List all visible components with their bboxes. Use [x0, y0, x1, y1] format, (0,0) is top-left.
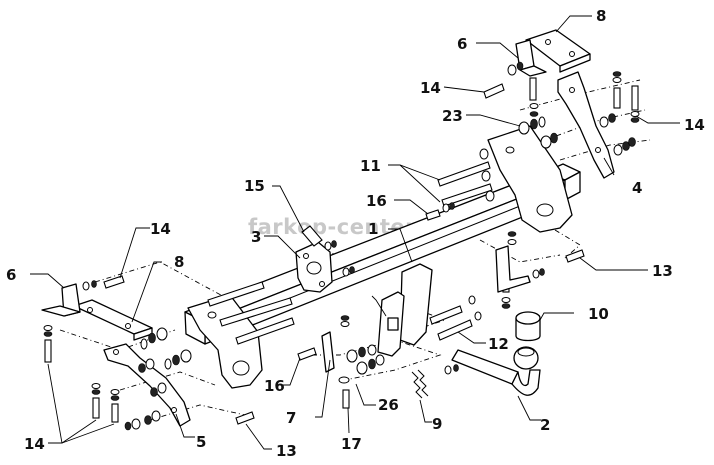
spring	[411, 369, 429, 399]
left-flat-plate	[73, 299, 153, 341]
label-14-bottom-left: 14	[24, 435, 45, 453]
long-bolts	[207, 161, 493, 345]
label-13-bottom: 13	[276, 442, 297, 460]
right-vertical-bracket	[557, 71, 615, 179]
left-angle-bracket	[41, 283, 81, 317]
right-top-plate	[525, 29, 591, 73]
label-17: 17	[341, 435, 362, 453]
ball-mount-plate	[295, 241, 333, 293]
label-13-right: 13	[652, 262, 673, 280]
label-8-right: 8	[596, 7, 606, 25]
label-6-left: 6	[6, 266, 16, 284]
label-10: 10	[588, 305, 609, 323]
label-6-right: 6	[457, 35, 467, 53]
label-16-top: 16	[366, 192, 387, 210]
label-4: 4	[632, 179, 642, 197]
label-16-bottom: 16	[264, 377, 285, 395]
leader-lines	[30, 15, 680, 450]
label-7: 7	[286, 409, 296, 427]
label-12: 12	[488, 335, 509, 353]
label-9: 9	[432, 415, 442, 433]
label-1: 1	[368, 220, 378, 238]
label-14-right-top: 14	[420, 79, 441, 97]
label-23: 23	[442, 107, 463, 125]
short-bolts	[103, 83, 585, 425]
callout-labels: 1 2 3 4 5 6 6 7 8 8 9 10 11 12 13 13 14 …	[6, 7, 705, 460]
label-14-left-top: 14	[150, 220, 171, 238]
fasteners	[43, 61, 640, 431]
label-3: 3	[251, 228, 261, 246]
ball-cap	[515, 311, 541, 342]
label-8-left: 8	[174, 253, 184, 271]
ball-neck	[451, 346, 541, 396]
hitch-plates	[377, 263, 433, 357]
label-2: 2	[540, 416, 550, 434]
label-14-right: 14	[684, 116, 705, 134]
label-26: 26	[378, 396, 399, 414]
label-15: 15	[244, 177, 265, 195]
label-5: 5	[196, 433, 206, 451]
left-lower-bracket	[103, 343, 191, 427]
label-11: 11	[360, 157, 381, 175]
